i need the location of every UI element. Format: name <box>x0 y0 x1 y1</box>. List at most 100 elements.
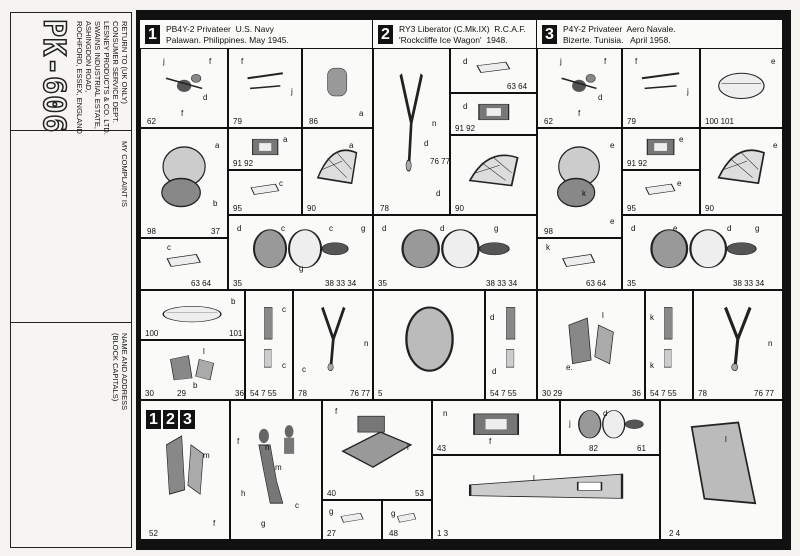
part-label: c <box>282 361 286 370</box>
complaint-label: MY COMPLAINT IS <box>120 141 129 207</box>
part-label: 91 92 <box>233 159 254 168</box>
part-label: 79 <box>233 117 242 126</box>
part-label: 48 <box>389 529 398 538</box>
part-label: 91 92 <box>627 159 648 168</box>
part-label: 63 64 <box>507 82 528 91</box>
section-title: PB4Y-2 Privateer U.S. Navy Palawan. Phil… <box>166 24 289 45</box>
part-label: c <box>302 365 306 374</box>
part-drawing-icon <box>250 183 280 195</box>
section-header-1: 1 PB4Y-2 Privateer U.S. Navy Palawan. Ph… <box>140 20 373 48</box>
parts-cell-s2-vents: d d 54 7 55 <box>485 290 537 400</box>
part-label: c <box>281 224 285 233</box>
part-label: 98 <box>544 227 553 236</box>
part-label: f <box>489 437 492 446</box>
part-drawing-icon <box>650 229 757 268</box>
part-label: 78 <box>380 204 389 213</box>
part-label: e <box>673 224 678 233</box>
part-label: k <box>546 243 550 252</box>
part-label: 38 33 34 <box>486 279 518 288</box>
part-label: 101 <box>229 329 243 338</box>
part-label: 37 <box>211 227 220 236</box>
common-parts-header: 1 2 3 <box>146 410 195 429</box>
part-drawing-icon <box>645 183 676 195</box>
part-label: d <box>203 93 208 102</box>
part-drawing-icon <box>162 305 223 323</box>
part-drawing-icon <box>642 72 680 90</box>
part-label: f <box>181 109 184 118</box>
part-label: g <box>494 224 499 233</box>
part-label: f <box>635 57 638 66</box>
parts-cell-c-fuse: l 1 3 <box>432 455 660 540</box>
complaint-box[interactable]: MY COMPLAINT IS <box>11 131 131 323</box>
part-label: a <box>349 141 354 150</box>
part-drawing-icon <box>562 254 596 267</box>
part-label: g <box>261 519 266 528</box>
part-label: d <box>727 224 732 233</box>
part-label: n <box>432 119 437 128</box>
part-label: 53 <box>415 489 424 498</box>
part-label: 35 <box>378 279 387 288</box>
part-label: e <box>610 217 615 226</box>
part-label: 38 33 34 <box>733 279 765 288</box>
part-label: 30 <box>145 389 154 398</box>
name-address-box[interactable]: NAME AND ADDRESS (BLOCK CAPITALS) <box>11 323 131 547</box>
part-label: l <box>533 474 535 483</box>
part-label: f <box>578 109 581 118</box>
part-drawing-icon <box>247 72 283 90</box>
part-label: k <box>650 361 654 370</box>
part-label: j <box>291 87 293 96</box>
part-label: g <box>755 224 760 233</box>
part-label: 36 <box>235 389 244 398</box>
section-title: RY3 Liberator (C.Mk.IX) R.C.A.F. 'Rockcl… <box>399 24 526 45</box>
part-label: l <box>407 443 409 452</box>
part-label: 86 <box>309 117 318 126</box>
part-label: 62 <box>147 117 156 126</box>
part-drawing-icon <box>317 149 358 185</box>
part-drawing-icon <box>404 306 454 372</box>
part-label: 54 7 55 <box>490 389 517 398</box>
part-label: d <box>490 313 495 322</box>
part-label: c <box>329 224 333 233</box>
part-label: d <box>492 367 497 376</box>
part-label: j <box>163 57 165 66</box>
section-number: 2 <box>163 410 178 429</box>
part-label: d <box>631 224 636 233</box>
part-label: m <box>203 451 210 460</box>
section-title: P4Y-2 Privateer Aero Navale. Bizerte. Tu… <box>563 24 676 45</box>
part-drawing-icon <box>468 473 624 499</box>
part-label: 91 92 <box>455 124 476 133</box>
part-drawing-icon <box>690 421 757 504</box>
section-number: 3 <box>542 25 557 44</box>
part-label: b <box>213 199 218 208</box>
part-label: f <box>213 519 216 528</box>
part-label: 1 3 <box>437 529 449 538</box>
part-label: 38 33 34 <box>325 279 357 288</box>
part-label: d <box>463 102 468 111</box>
part-label: d <box>463 57 468 66</box>
instruction-sheet: 1 PB4Y-2 Privateer U.S. Navy Palawan. Ph… <box>136 10 791 550</box>
part-label: d <box>382 224 387 233</box>
part-label: 90 <box>705 204 714 213</box>
part-label: l <box>203 347 205 356</box>
name-address-label: NAME AND ADDRESS (BLOCK CAPITALS) <box>111 333 129 411</box>
complaint-form-panel: PK-606 RETURN TO (UK ONLY) CONSUMER SERV… <box>10 12 132 548</box>
part-label: 82 <box>589 444 598 453</box>
